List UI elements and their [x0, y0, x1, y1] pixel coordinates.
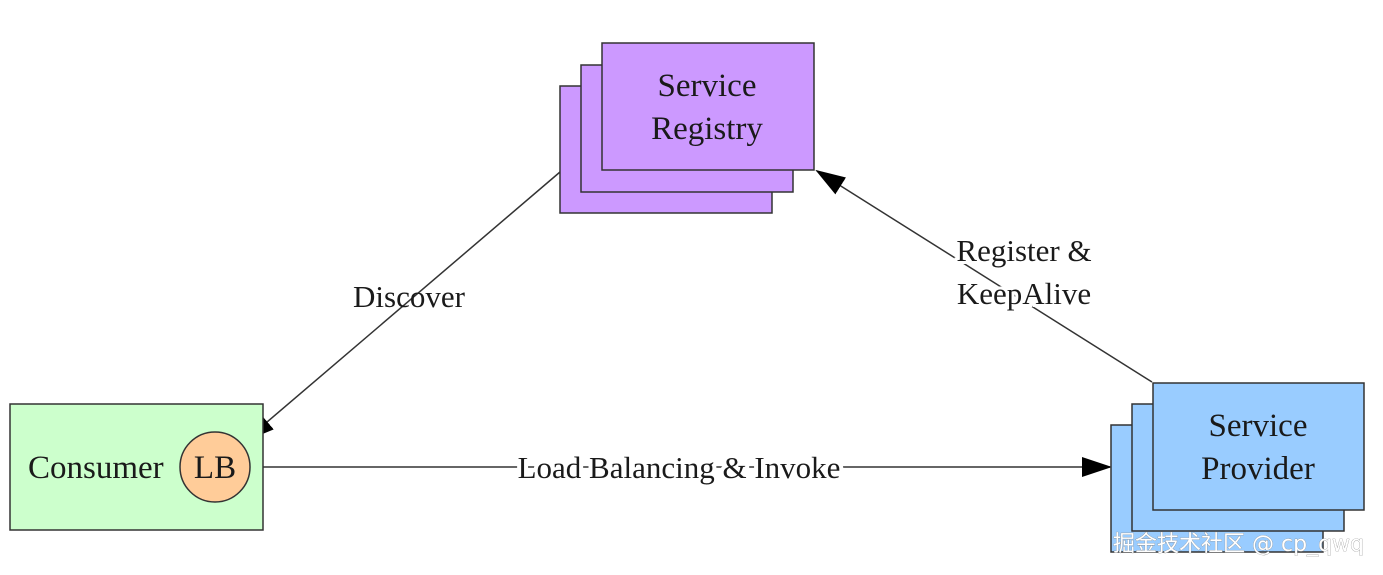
- watermark-text: 掘金技术社区 @ cp_qwq: [1113, 532, 1364, 557]
- service-provider-node: Service Provider: [1110, 382, 1365, 553]
- provider-box-front: [1152, 382, 1365, 511]
- service-registry-node: Service Registry: [559, 42, 815, 214]
- load-balancer-circle: [179, 431, 251, 503]
- register-label-line2: KeepAlive: [957, 276, 1091, 311]
- provider-label-line1: Service: [1209, 408, 1308, 444]
- register-edge: [815, 169, 1153, 383]
- consumer-label: Consumer: [28, 450, 164, 486]
- provider-label-line2: Provider: [1201, 451, 1315, 487]
- registry-box-front: [601, 42, 815, 171]
- register-arrow: [815, 169, 1153, 383]
- register-label-line1: Register &: [956, 233, 1091, 268]
- discover-arrow: [244, 171, 561, 442]
- discover-edge: [244, 171, 561, 442]
- invoke-label: Load Balancing & Invoke: [518, 450, 841, 485]
- registry-label-line2: Registry: [651, 111, 763, 147]
- load-balancer-label: LB: [194, 450, 236, 486]
- registry-label-line1: Service: [658, 68, 757, 104]
- discover-label: Discover: [353, 279, 466, 314]
- consumer-node: Consumer LB: [9, 403, 264, 531]
